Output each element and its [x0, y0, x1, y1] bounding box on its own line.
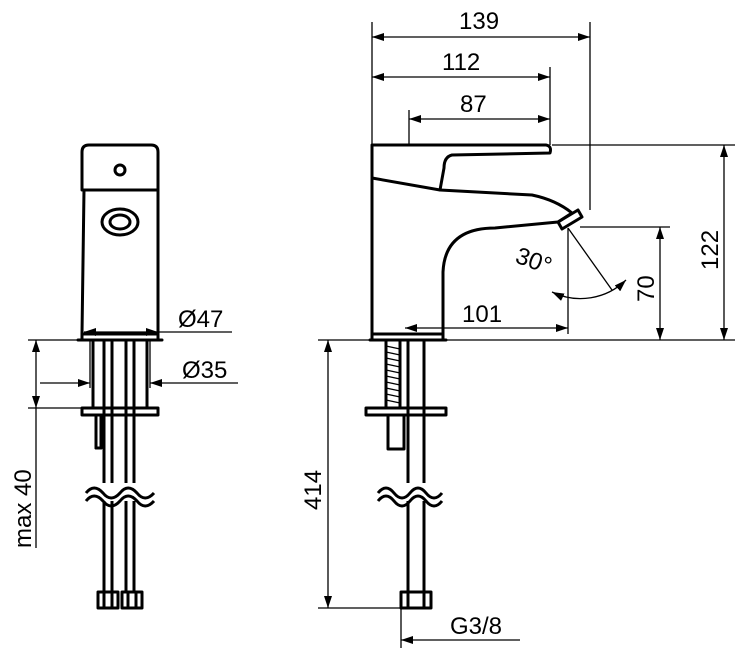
dim-dia47: Ø47 — [178, 306, 223, 333]
dim-139: 139 — [459, 8, 499, 35]
dim-122: 122 — [697, 230, 724, 270]
front-nut-right — [120, 590, 144, 610]
side-aerator — [556, 208, 584, 231]
front-mounting-plate — [80, 406, 160, 417]
side-nut — [399, 590, 433, 610]
front-aerator — [100, 207, 140, 237]
dim-87: 87 — [460, 91, 487, 118]
dim-thread: G3/8 — [450, 613, 502, 640]
dim-angle: 30° — [512, 242, 555, 280]
side-body — [370, 176, 574, 336]
dim-414: 414 — [300, 470, 327, 510]
front-lever-hole — [113, 163, 127, 177]
front-view: Ø47 Ø35 max 40 — [10, 143, 238, 610]
front-lever — [80, 143, 160, 192]
dim-max40: max 40 — [10, 469, 37, 548]
front-nut-left — [96, 590, 120, 610]
front-body — [80, 188, 160, 336]
side-mounting-plate — [364, 406, 448, 417]
dim-dia35: Ø35 — [182, 357, 227, 384]
dim-101: 101 — [462, 301, 502, 328]
side-lever — [370, 143, 552, 192]
dim-112: 112 — [442, 49, 480, 76]
side-view: 139 112 87 122 70 30° 101 414 — [300, 8, 735, 648]
side-threaded-rod — [384, 338, 402, 410]
dim-70: 70 — [633, 275, 660, 302]
